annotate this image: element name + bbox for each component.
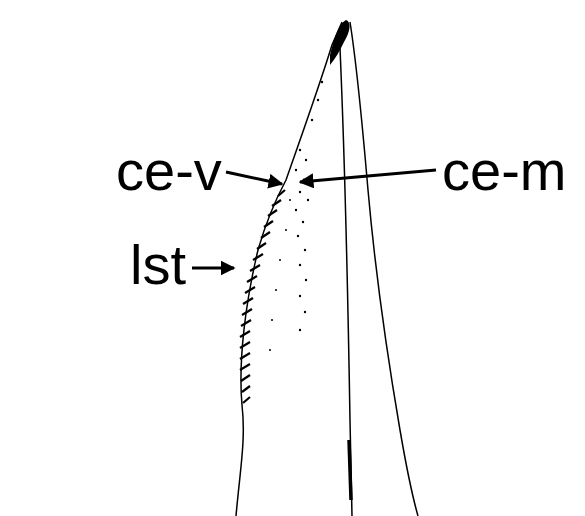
- lateral-hatching: [240, 190, 285, 403]
- inner-line-dark: [349, 440, 351, 500]
- part-label: ce-v: [116, 143, 222, 199]
- inner-line: [340, 48, 352, 516]
- tip-shading: [330, 20, 350, 65]
- part-label: lst: [130, 237, 186, 293]
- outline-left: [236, 22, 342, 516]
- leader-arrow: [192, 267, 234, 270]
- leader-arrow: [300, 170, 436, 182]
- stippling: [269, 81, 323, 351]
- part-label: ce-m: [442, 143, 566, 199]
- outline-right: [350, 22, 418, 516]
- leader-arrow: [226, 172, 282, 184]
